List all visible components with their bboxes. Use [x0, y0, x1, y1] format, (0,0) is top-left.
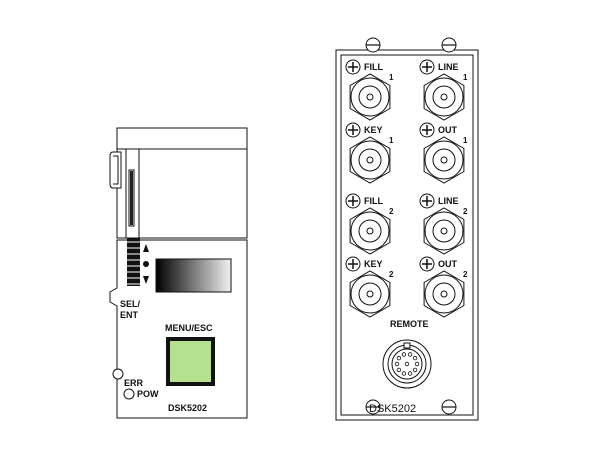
dial-indicator-dot	[143, 261, 149, 267]
menu-esc-label: MENU/ESC	[165, 323, 213, 333]
rear-panel-inner-edge	[340, 54, 474, 416]
phillips-screw-icon	[345, 256, 361, 272]
dial-direction-arrows-icon	[143, 244, 149, 284]
remote-connector[interactable]	[382, 339, 432, 389]
mounting-screw-icon	[441, 399, 457, 415]
connector-number: 1	[389, 136, 394, 145]
phillips-screw-icon	[419, 193, 435, 209]
front-module-upper-housing	[116, 127, 248, 239]
connector-label: OUT	[438, 259, 458, 269]
connector-label: OUT	[438, 125, 458, 135]
bnc-connector[interactable]	[423, 207, 465, 255]
bnc-connector[interactable]	[349, 207, 391, 255]
front-module: SEL/ ENT MENU/ESC ERR POW DSK5202	[109, 127, 248, 419]
phillips-screw-icon	[419, 122, 435, 138]
front-model-label: DSK5202	[168, 403, 207, 413]
jog-dial-knob[interactable]	[127, 238, 140, 286]
mounting-screw-icon	[441, 37, 457, 53]
connector-number: 2	[463, 207, 468, 216]
connector-number: 2	[389, 207, 394, 216]
menu-esc-button[interactable]	[170, 341, 211, 382]
connector-label: LINE	[438, 62, 459, 72]
connector-label: FILL	[364, 62, 383, 72]
remote-label: REMOTE	[390, 319, 429, 329]
connector-number: 1	[463, 73, 468, 82]
bnc-connector[interactable]	[349, 270, 391, 318]
bnc-connector[interactable]	[349, 136, 391, 184]
bnc-connector[interactable]	[349, 73, 391, 121]
side-latch[interactable]	[109, 151, 122, 189]
connector-label: FILL	[364, 196, 383, 206]
mounting-screw-icon	[365, 399, 381, 415]
phillips-screw-icon	[345, 59, 361, 75]
rear-model-label: DSK5202	[369, 403, 416, 415]
pow-led	[123, 388, 135, 400]
connector-label: KEY	[364, 259, 383, 269]
connector-label: LINE	[438, 196, 459, 206]
bnc-connector[interactable]	[423, 136, 465, 184]
connector-number: 1	[463, 136, 468, 145]
err-led-label: ERR	[124, 378, 144, 388]
connector-number: 2	[389, 270, 394, 279]
phillips-screw-icon	[419, 256, 435, 272]
mounting-screw-icon	[365, 37, 381, 53]
err-led	[112, 368, 124, 380]
rear-panel-plate	[335, 49, 479, 421]
bnc-connector[interactable]	[423, 270, 465, 318]
pow-led-label: POW	[137, 389, 159, 399]
connector-number: 2	[463, 270, 468, 279]
phillips-screw-icon	[345, 193, 361, 209]
sel-ent-label: SEL/ ENT	[120, 299, 143, 320]
phillips-screw-icon	[419, 59, 435, 75]
connector-label: KEY	[364, 125, 383, 135]
phillips-screw-icon	[345, 122, 361, 138]
lcd-display	[155, 258, 232, 293]
bnc-connector[interactable]	[423, 73, 465, 121]
connector-number: 1	[389, 73, 394, 82]
